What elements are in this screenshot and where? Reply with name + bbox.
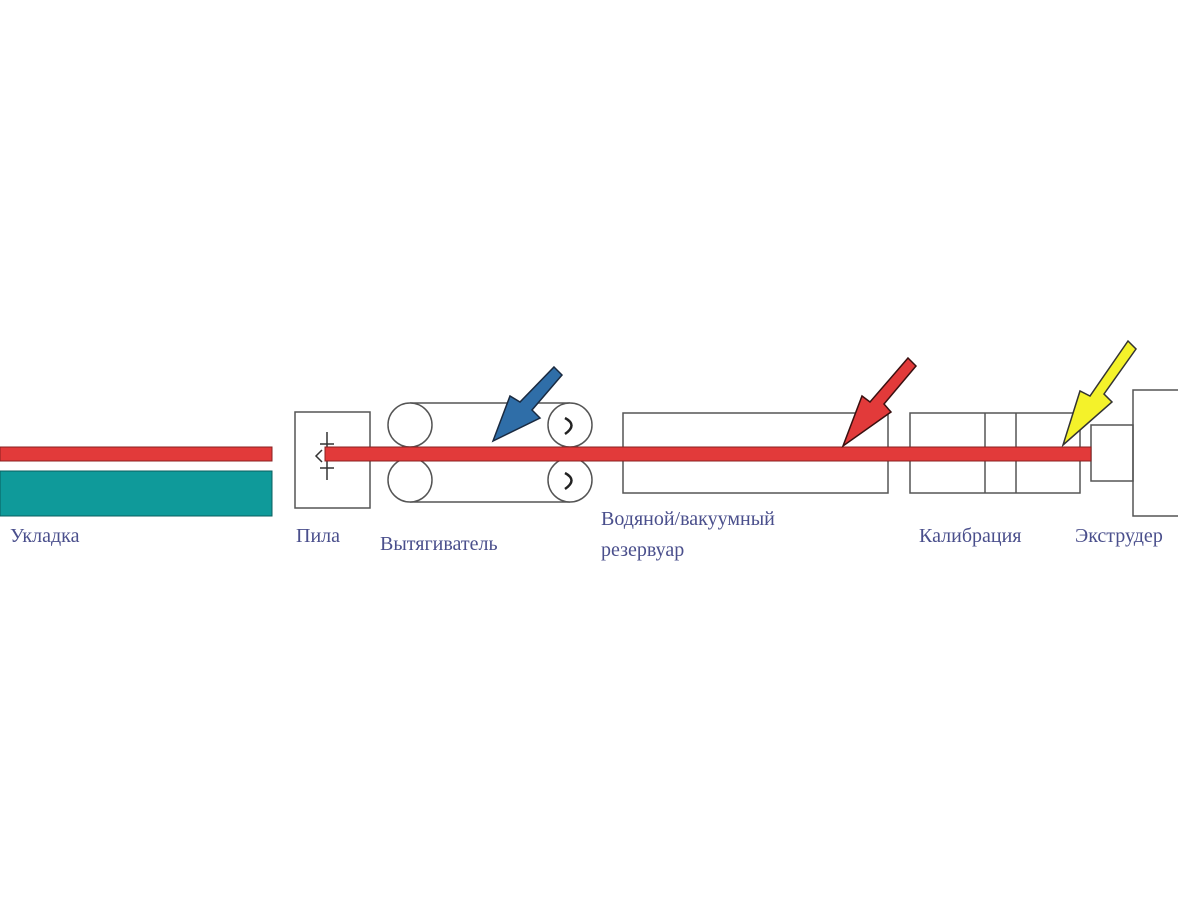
label-laying: Укладка: [10, 525, 80, 547]
label-saw: Пила: [296, 525, 341, 547]
laid-product-stack: [0, 470, 273, 517]
label-tank-line1: Водяной/вакуумный: [601, 508, 775, 530]
label-extruder: Экструдер: [1075, 525, 1163, 547]
label-tank-line2: резервуар: [601, 539, 685, 561]
blue-arrow-icon: [491, 365, 564, 443]
extruded-pipe: [324, 446, 1092, 462]
yellow-arrow-icon: [1061, 339, 1137, 448]
label-calibration: Калибрация: [919, 525, 1022, 547]
red-arrow-icon: [841, 356, 918, 449]
label-puller: Вытягиватель: [380, 533, 498, 555]
laid-pipe: [0, 446, 273, 462]
